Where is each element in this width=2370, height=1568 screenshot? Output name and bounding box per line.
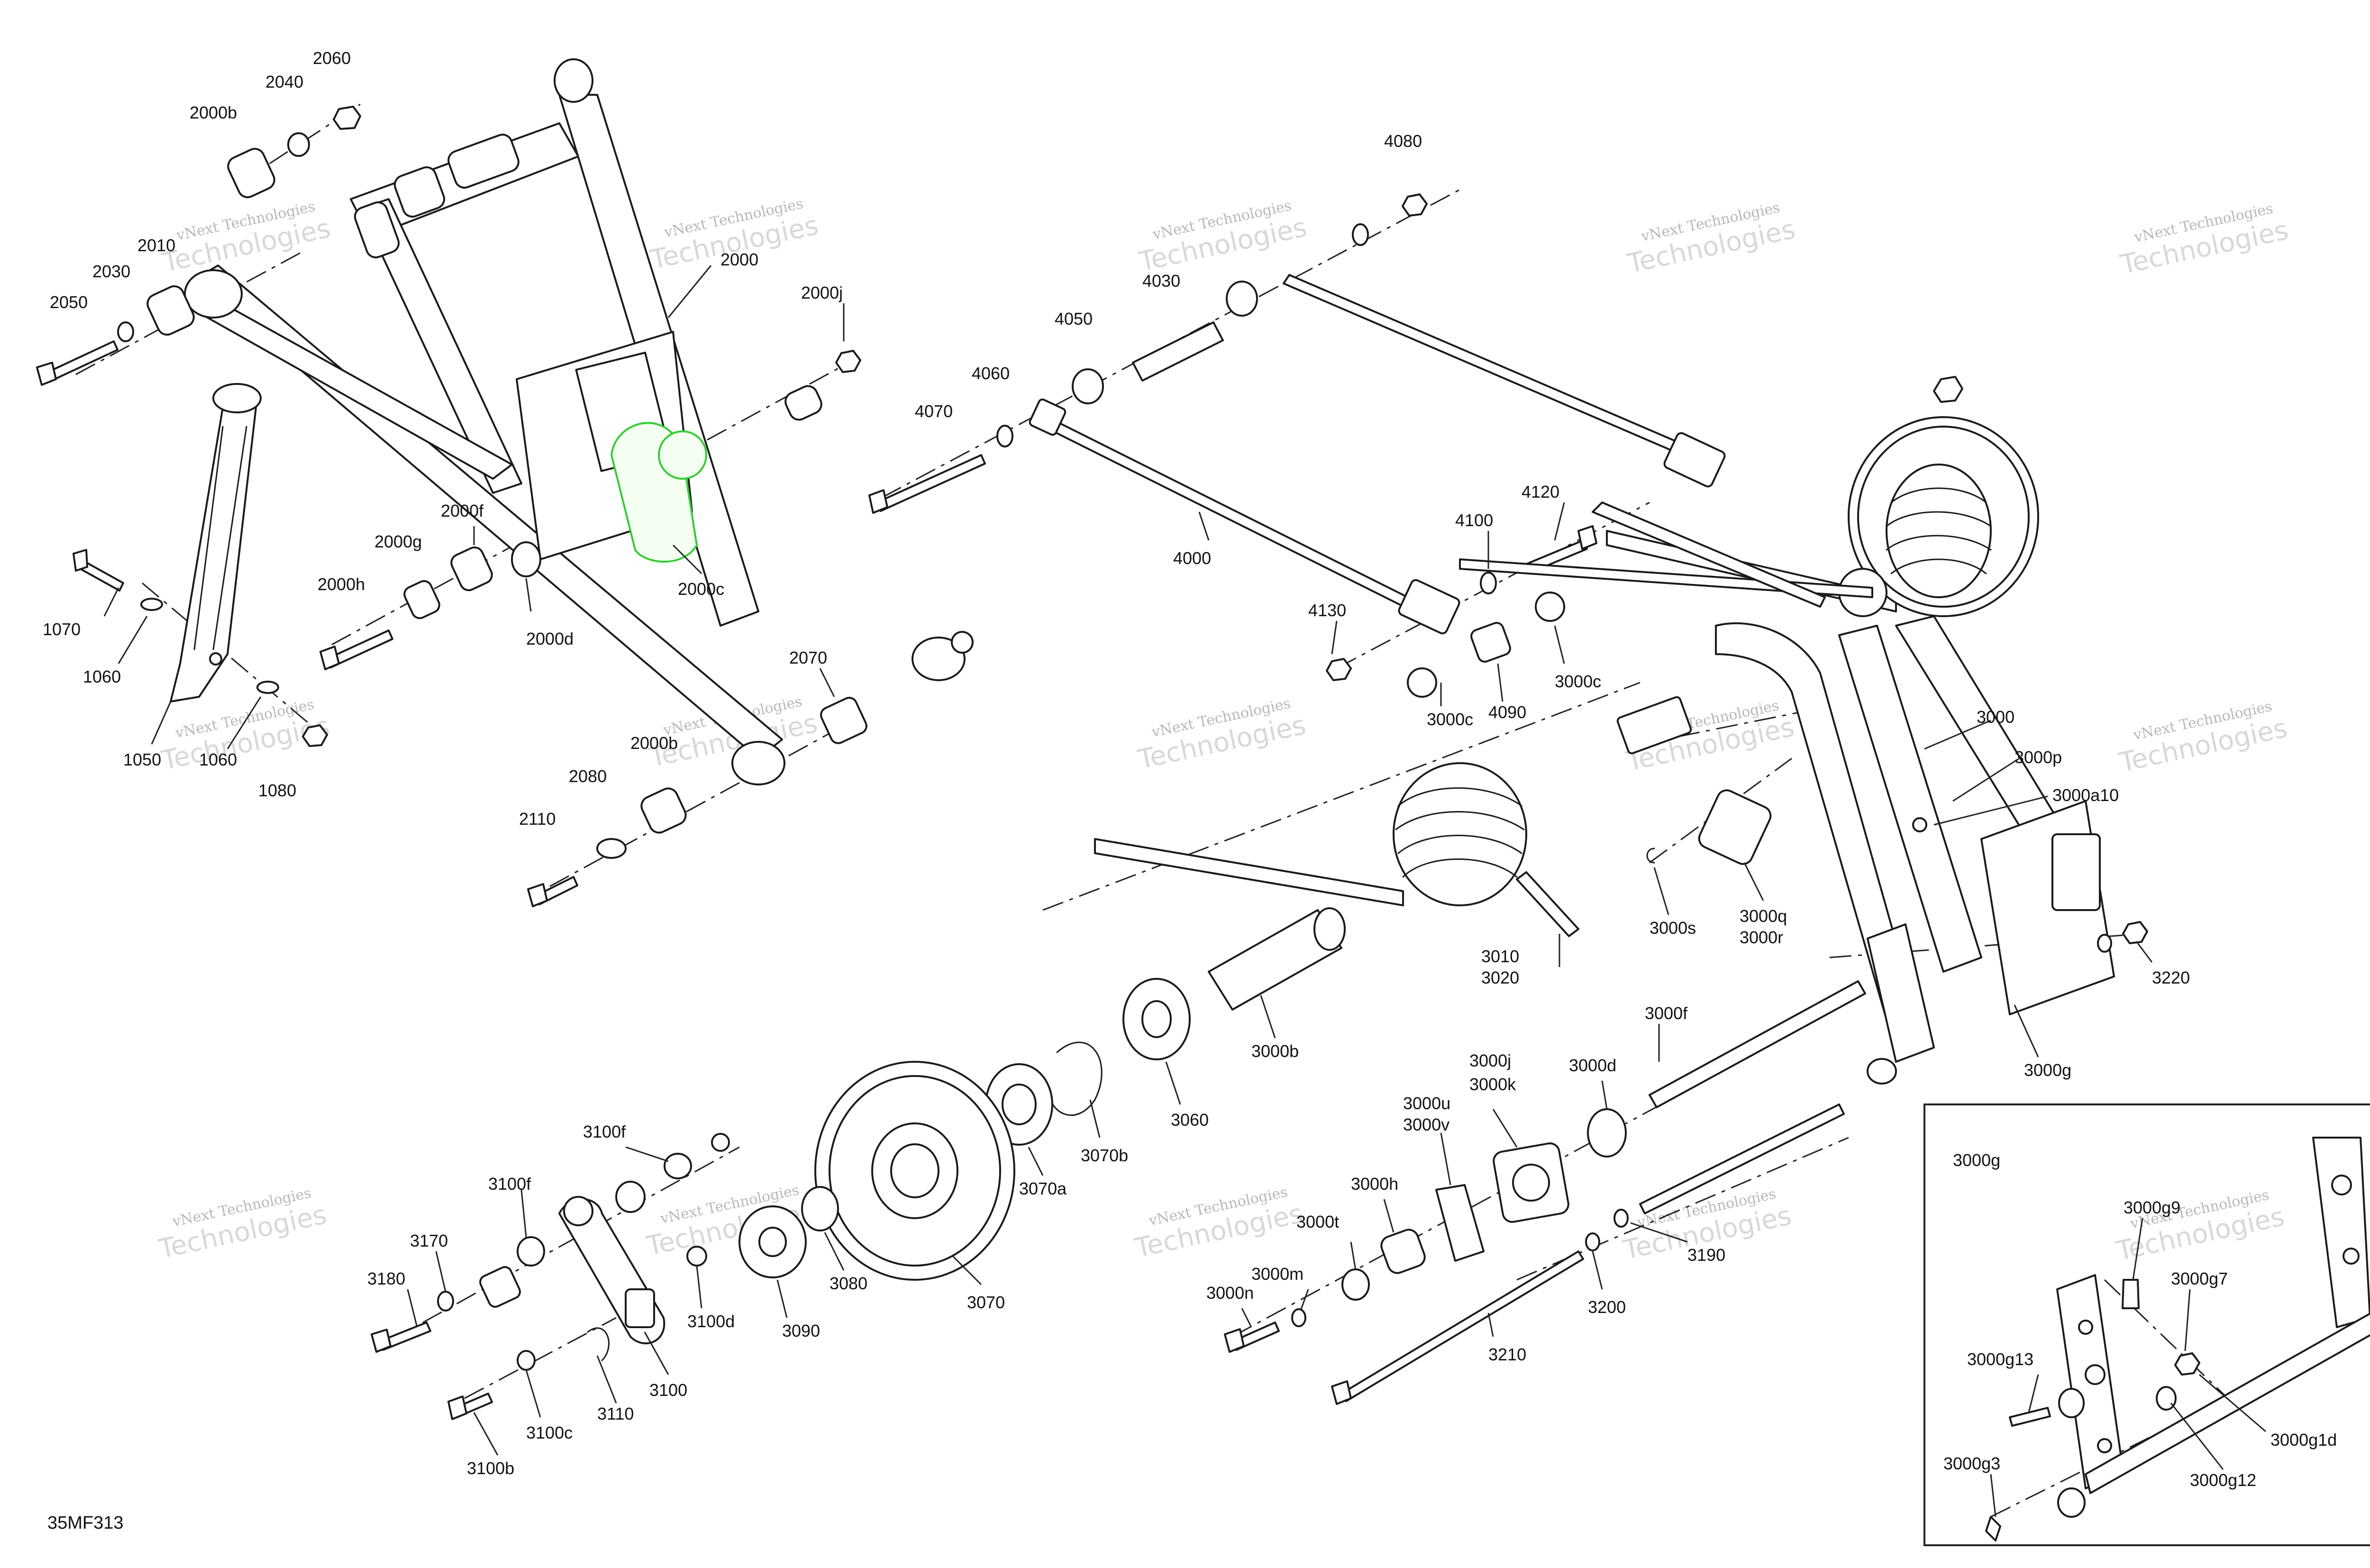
callout-3000g7: 3000g7 (2171, 1269, 2228, 1288)
callout-3000q: 3000q (1740, 906, 1787, 926)
callout-2000j: 2000j (801, 283, 843, 302)
diagram-code: 35MF313 (47, 1513, 124, 1533)
inset-3000g: 3000g (1923, 1103, 2370, 1546)
callout-3000u: 3000u (1403, 1094, 1450, 1113)
callout-3100c: 3100c (526, 1423, 573, 1442)
callout-3070b: 3070b (1081, 1146, 1128, 1165)
callout-1070: 1070 (43, 620, 81, 639)
callout-3210: 3210 (1488, 1345, 1526, 1364)
callout-3000k: 3000k (1469, 1075, 1516, 1094)
callout-4120: 4120 (1522, 482, 1559, 501)
callout-2000b-top: 2000b (190, 103, 237, 122)
callout-3000g1d: 3000g1d (2270, 1430, 2337, 1449)
callout-3000g13: 3000g13 (1967, 1349, 2033, 1369)
callout-3070: 3070 (967, 1293, 1005, 1312)
callout-3080: 3080 (830, 1274, 867, 1293)
callout-3100f-a: 3100f (583, 1122, 626, 1141)
callout-3220: 3220 (2152, 968, 2190, 987)
callout-3000d: 3000d (1569, 1056, 1616, 1075)
callout-4030: 4030 (1142, 271, 1180, 291)
callout-4070: 4070 (915, 401, 953, 421)
callout-3000c-b: 3000c (1427, 710, 1473, 729)
callout-3000g3: 3000g3 (1943, 1454, 2000, 1473)
callout-1050: 1050 (123, 750, 161, 769)
callout-3100b: 3100b (467, 1459, 514, 1478)
callout-2000d: 2000d (526, 629, 574, 648)
callout-3000r: 3000r (1740, 928, 1783, 947)
callout-3000: 3000 (1977, 707, 2014, 727)
callout-2000f: 2000f (441, 501, 484, 520)
callout-1060-bot: 1060 (199, 750, 237, 769)
callout-3000h: 3000h (1351, 1174, 1398, 1194)
callout-3000j: 3000j (1469, 1051, 1511, 1070)
callout-3170: 3170 (410, 1231, 448, 1250)
callout-2000: 2000 (720, 250, 758, 269)
inset-title: 3000g (1953, 1150, 2000, 1170)
callout-2010: 2010 (137, 236, 175, 255)
callout-3000p: 3000p (2014, 748, 2062, 767)
callout-3100: 3100 (649, 1380, 687, 1400)
callout-3000c-a: 3000c (1555, 672, 1601, 691)
callout-2000g: 2000g (374, 532, 422, 551)
callout-4000: 4000 (1173, 548, 1211, 568)
callout-3000g9: 3000g9 (2124, 1198, 2180, 1217)
left-hardware (36, 106, 867, 907)
callout-3000g12: 3000g12 (2190, 1470, 2256, 1490)
callout-3060: 3060 (1171, 1110, 1209, 1130)
callout-labels: 2060 2040 2000b 2010 2030 2050 2000 2000… (43, 48, 2337, 1490)
callout-3090: 3090 (782, 1321, 820, 1340)
callout-4050: 4050 (1055, 309, 1093, 328)
callout-2000h: 2000h (318, 574, 365, 594)
callout-2110: 2110 (519, 809, 556, 829)
callout-3000s: 3000s (1650, 918, 1696, 938)
callout-1060-top: 1060 (83, 667, 121, 686)
callout-3100d: 3100d (687, 1312, 735, 1331)
callout-3000m: 3000m (1251, 1264, 1304, 1284)
callout-3190: 3190 (1687, 1245, 1725, 1265)
callout-3010: 3010 (1481, 947, 1519, 966)
callout-2080: 2080 (569, 766, 607, 786)
pedal-lever-1050 (170, 383, 262, 702)
callout-3000n: 3000n (1206, 1283, 1254, 1303)
callout-3070a: 3070a (1019, 1179, 1067, 1198)
callout-2070: 2070 (789, 648, 827, 667)
callout-4080: 4080 (1384, 131, 1422, 151)
callout-3200: 3200 (1588, 1297, 1626, 1317)
callout-3180: 3180 (367, 1269, 405, 1288)
callout-2050: 2050 (50, 292, 88, 312)
callout-1080: 1080 (258, 781, 296, 800)
callout-4060: 4060 (972, 364, 1010, 383)
tie-rods-4000 (868, 193, 1726, 698)
callout-3000t: 3000t (1296, 1212, 1339, 1231)
callout-3000v: 3000v (1403, 1115, 1449, 1134)
callout-3000a10: 3000a10 (2052, 785, 2119, 805)
callout-2060: 2060 (313, 48, 351, 68)
leader-lines (103, 265, 2266, 1517)
callout-3000g: 3000g (2024, 1060, 2071, 1080)
torsion-spring-3010 (1094, 501, 1873, 937)
callout-4100: 4100 (1455, 511, 1493, 530)
callout-2000c: 2000c (678, 579, 724, 599)
callout-4090: 4090 (1488, 702, 1526, 722)
callout-4130: 4130 (1308, 601, 1346, 620)
lower-right-hardware (1224, 980, 1866, 1405)
callout-3000f: 3000f (1645, 1003, 1688, 1023)
callout-2030: 2030 (92, 262, 130, 281)
shock-and-wheel-parts (371, 907, 1346, 1420)
frame-assembly-2000 (184, 58, 974, 785)
suspension-arm-3000 (1606, 376, 2148, 1085)
callout-2040: 2040 (265, 72, 303, 91)
callout-3100f-b: 3100f (488, 1174, 531, 1194)
callout-2000b-bot: 2000b (630, 733, 678, 753)
callout-3020: 3020 (1481, 968, 1519, 987)
callout-3000b: 3000b (1251, 1041, 1299, 1061)
callout-3110: 3110 (597, 1404, 634, 1423)
